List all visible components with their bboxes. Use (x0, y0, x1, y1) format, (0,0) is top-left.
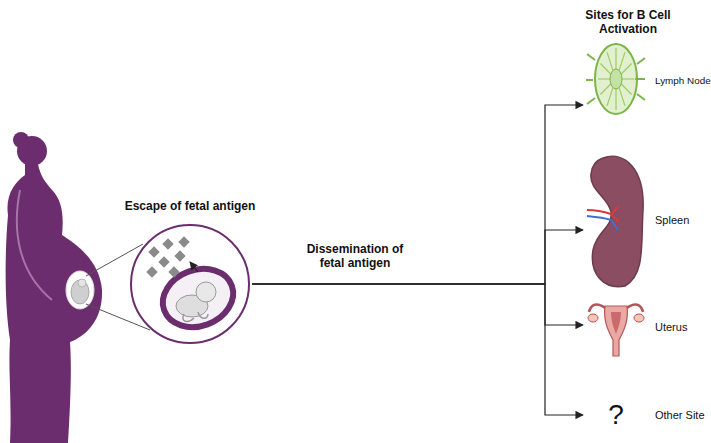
lymph-sinus (620, 64, 631, 76)
site-label: Spleen (655, 214, 689, 226)
amniotic-sac (155, 259, 242, 336)
splenic-vein (587, 216, 618, 230)
flow-label: Dissemination of fetal antigen (295, 242, 415, 271)
dissemination-arrow (252, 230, 583, 284)
fallopian-tubes (589, 305, 643, 312)
lymph-node-capsule (595, 44, 637, 114)
lymph-sinus (607, 52, 614, 72)
small-fetus-head (78, 279, 86, 287)
lymph-sinus (615, 87, 616, 110)
lymph-sinus (598, 78, 611, 79)
fetus-head (196, 282, 216, 302)
site-node: Spleen (585, 150, 707, 290)
dissemination-arrow (252, 284, 583, 415)
head (17, 136, 47, 166)
body (6, 164, 102, 443)
spleen-organ (591, 156, 643, 286)
fetal-antigen (174, 250, 185, 261)
lymph-sinus (600, 83, 611, 95)
lymph-medulla (610, 69, 622, 89)
zoom-circle (131, 225, 249, 343)
lymph-sinus (619, 86, 626, 106)
uterus-body (605, 306, 628, 356)
escape-arrow (190, 262, 198, 272)
dissemination-arrow (252, 105, 583, 284)
fetal-antigen (146, 266, 157, 277)
site-label: Uterus (655, 321, 687, 333)
site-node: ? Other Site (585, 395, 707, 435)
small-fetus (71, 280, 89, 304)
arm (17, 190, 52, 300)
zoom-circle-shape (128, 222, 252, 346)
dissemination-arrow (252, 284, 583, 325)
lymph-sinus (607, 86, 614, 106)
lymph-sinus (620, 83, 631, 95)
lymph-icon (585, 40, 647, 120)
fetal-antigen (158, 256, 169, 267)
zoom-node: Escape of fetal antigen (108, 198, 272, 348)
spleen-icon (585, 150, 647, 290)
fetus-limbs (183, 312, 208, 321)
lymph-vessels (586, 54, 645, 104)
uterus-icon (585, 292, 647, 362)
ovary (588, 314, 598, 322)
ovary (634, 314, 644, 322)
site-node: Lymph Node (585, 40, 711, 120)
fetal-antigen (178, 236, 189, 247)
column-title: Sites for B Cell Activation (582, 8, 674, 37)
pregnant-woman (6, 132, 102, 443)
lymph-sinus (600, 64, 611, 76)
site-label: Lymph Node (655, 75, 711, 86)
unknown-symbol: ? (585, 399, 647, 431)
site-node: Uterus (585, 292, 707, 362)
lymph-sinus (619, 52, 626, 72)
site-label: Other Site (655, 409, 705, 421)
node-heading: Escape of fetal antigen (108, 198, 272, 214)
fetal-antigen (162, 238, 173, 249)
uterine-cavity (611, 312, 621, 334)
fetal-antigen (148, 246, 159, 257)
splenic-artery (587, 206, 619, 222)
lymph-sinus (615, 48, 616, 71)
lymph-sinus (621, 78, 634, 79)
fetal-antigen (168, 266, 179, 277)
belly-window (66, 271, 94, 309)
